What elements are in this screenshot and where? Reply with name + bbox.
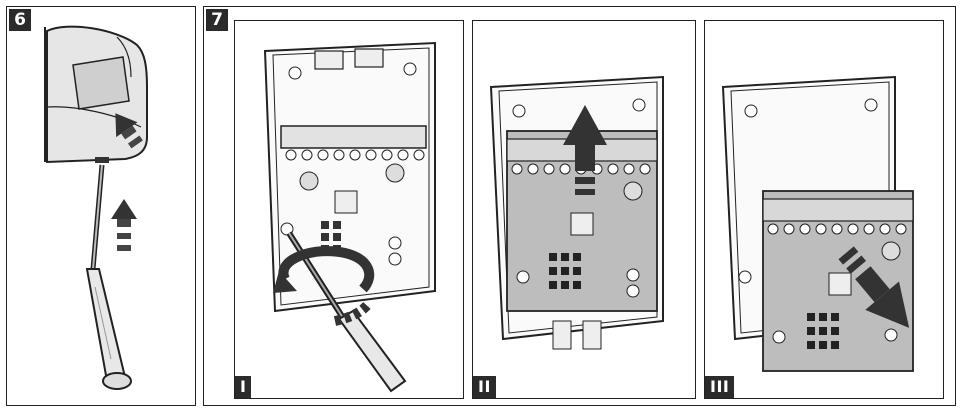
step-panel-2: II bbox=[472, 20, 696, 399]
step-3-label: III bbox=[705, 376, 735, 398]
step-2-label: II bbox=[473, 376, 496, 398]
arrow-up-icon bbox=[111, 199, 137, 251]
figure-6-number: 6 bbox=[9, 9, 31, 31]
step-panel-1: I bbox=[234, 20, 464, 399]
step-2-illustration bbox=[489, 75, 664, 350]
figure-7-number: 7 bbox=[206, 9, 228, 31]
step-panel-3: III bbox=[704, 20, 944, 399]
screwdriver-icon bbox=[85, 164, 132, 390]
step-3-illustration bbox=[721, 75, 914, 372]
detector-removal-illustration bbox=[44, 25, 148, 390]
step-1-label: I bbox=[235, 376, 252, 398]
rotate-arrow-icon bbox=[273, 246, 375, 326]
arrow-diagonal-icon bbox=[115, 113, 143, 149]
arrow-up-icon bbox=[563, 105, 607, 195]
figure-6-frame: 6 bbox=[6, 6, 196, 406]
figure-7-frame: 7 bbox=[203, 6, 956, 406]
step-1-illustration bbox=[263, 41, 436, 393]
arrow-diagonal-icon bbox=[838, 246, 910, 328]
